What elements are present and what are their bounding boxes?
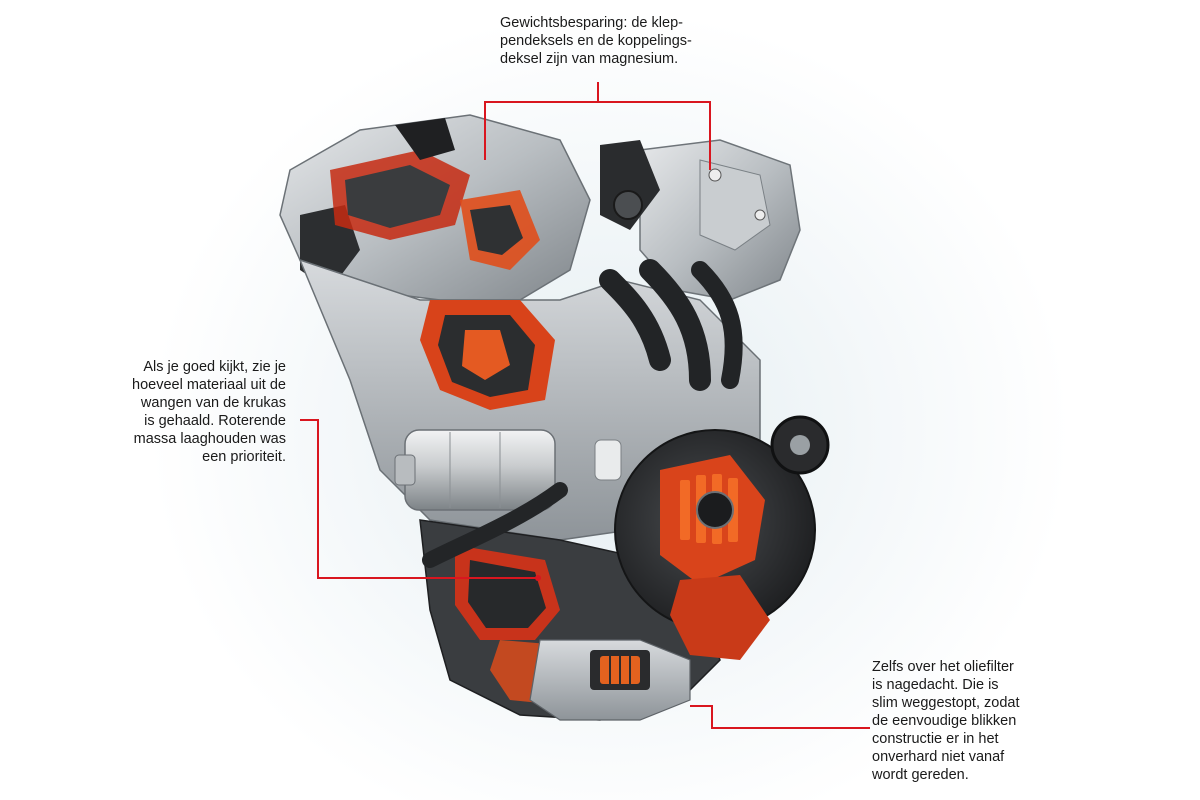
oil-filter-area <box>529 639 691 721</box>
leader-line-right <box>690 705 870 729</box>
leader-line-top-right <box>598 101 711 170</box>
callout-line: de eenvoudige blikken <box>872 713 1017 729</box>
callout-line: een prioriteit. <box>202 449 286 465</box>
callout-oil-filter: Zelfs over het oliefilter is nagedacht. … <box>872 658 1020 784</box>
callout-line: wordt gereden. <box>872 767 969 783</box>
sprocket <box>770 415 830 475</box>
callout-line: Zelfs over het oliefilter <box>872 659 1014 675</box>
callout-line: wangen van de krukas <box>140 395 286 411</box>
callout-line: Gewichtsbesparing: de klep- <box>500 15 683 31</box>
front-cylinder-head <box>279 114 591 301</box>
leader-lines <box>300 82 870 729</box>
callout-line: is nagedacht. Die is <box>872 677 999 693</box>
callout-crankshaft: Als je goed kijkt, zie je hoeveel materi… <box>90 358 286 466</box>
callout-line: deksel zijn van magnesium. <box>500 51 679 67</box>
leader-line-left <box>300 419 538 579</box>
callout-line: constructie er in het <box>872 731 999 747</box>
coolant-outlet <box>594 439 622 481</box>
callout-line: slim weggestopt, zodat <box>872 695 1020 711</box>
clutch-cover <box>614 429 816 660</box>
rear-cylinder-head <box>600 139 801 301</box>
coolant-hose <box>422 482 568 568</box>
callout-magnesium-covers: Gewichtsbesparing: de klep- pendeksels e… <box>500 14 692 68</box>
leader-line-top <box>484 82 599 160</box>
callout-line: is gehaald. Roterende <box>144 413 286 429</box>
callout-line: pendeksels en de koppelings- <box>500 33 692 49</box>
callout-line: onverhard niet vanaf <box>872 749 1005 765</box>
callout-line: hoeveel materiaal uit de <box>132 377 286 393</box>
leader-dot-left <box>535 575 541 581</box>
exhaust-pipes <box>599 259 743 391</box>
callout-line: massa laaghouden was <box>133 431 286 447</box>
callout-line: Als je goed kijkt, zie je <box>143 359 286 375</box>
starter-motor <box>394 429 556 511</box>
